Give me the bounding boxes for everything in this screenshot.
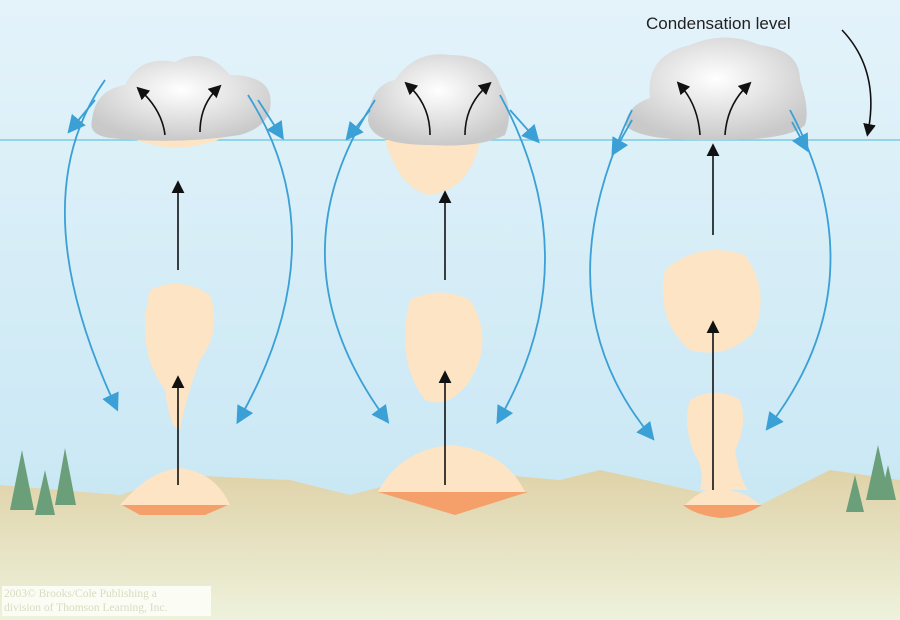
thermal-column-3	[625, 37, 807, 518]
thermal-column-2	[368, 54, 528, 515]
tree-icons	[10, 445, 896, 515]
condensation-level-label: Condensation level	[646, 14, 791, 33]
downdraft-arrows	[63, 79, 832, 441]
ground	[0, 470, 900, 620]
copyright-notice: 2003© Brooks/Cole Publishing a division …	[2, 586, 211, 616]
updraft-arrows	[136, 29, 876, 490]
copyright-line-2: division of Thomson Learning, Inc.	[4, 602, 168, 614]
thermal-column-1	[91, 55, 271, 515]
copyright-line-1: 2003© Brooks/Cole Publishing a	[4, 588, 157, 600]
